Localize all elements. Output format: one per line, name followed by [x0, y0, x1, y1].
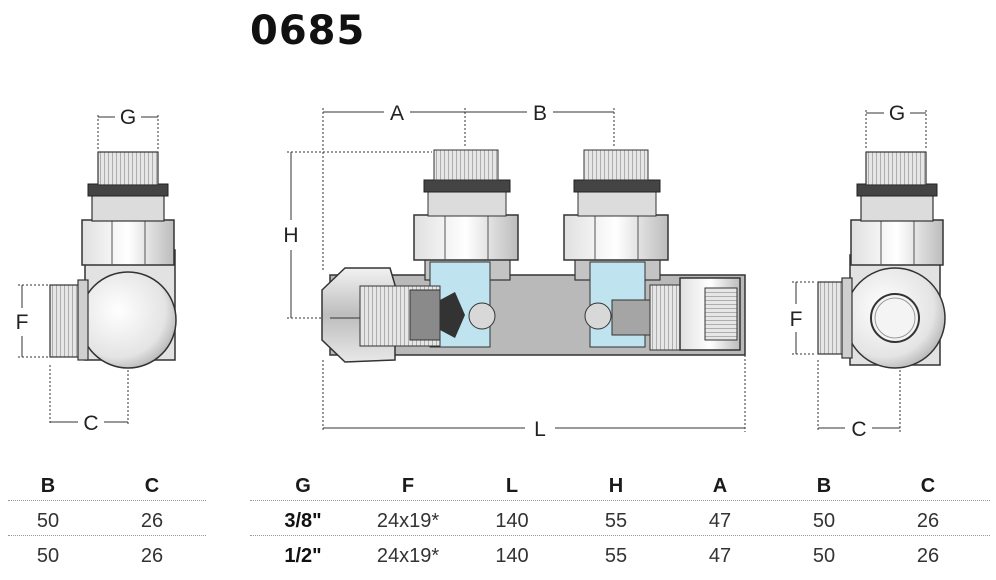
table-header: B [816, 475, 832, 497]
dim-label-f-right: F [790, 308, 803, 331]
technical-drawing: G F C [16, 102, 946, 441]
nut-right [850, 219, 944, 266]
right-side-view: G F C [790, 102, 946, 441]
valve-cap [79, 271, 177, 369]
table-header: L [505, 475, 519, 497]
table-header: C [920, 475, 936, 497]
table-header: C [144, 475, 160, 497]
connector-nut-left [413, 214, 519, 261]
dim-label-a: A [390, 102, 404, 125]
table-cell: 50 [812, 545, 836, 567]
dim-label-b: B [533, 102, 547, 125]
table-cell: 50 [812, 510, 836, 532]
left-side-view: G F C [16, 106, 177, 435]
dim-label-g-right: G [889, 102, 905, 125]
table-cell: 50 [36, 510, 60, 532]
table-cell: 47 [708, 545, 732, 567]
table-cell: 140 [495, 510, 529, 532]
dim-label-g-left: G [120, 106, 136, 129]
left-dimension-table: B C 50 26 50 26 [0, 472, 210, 580]
dim-label-f-left: F [16, 311, 29, 334]
table-header: B [40, 475, 56, 497]
dim-label-l: L [534, 418, 546, 441]
nut [81, 219, 175, 266]
table-cell: 24x19* [376, 510, 440, 532]
connector-nut-right [563, 214, 669, 261]
main-dimension-table: G F L H A B C 3/8" 24x19* 140 55 47 50 2… [250, 472, 992, 580]
table-cell: 47 [708, 510, 732, 532]
product-code: 0685 [250, 8, 366, 54]
front-section-view: A B H L [283, 102, 746, 441]
table-header: G [295, 475, 311, 497]
table-cell: 24x19* [376, 545, 440, 567]
table-cell: 3/8" [284, 510, 322, 532]
table-cell: 140 [495, 545, 529, 567]
table-cell: 26 [140, 510, 164, 532]
dim-label-c-right: C [851, 418, 866, 441]
table-cell: 26 [916, 510, 940, 532]
dim-label-h: H [283, 224, 298, 247]
table-cell: 55 [604, 545, 628, 567]
table-cell: 26 [140, 545, 164, 567]
table-cell: 1/2" [284, 545, 322, 567]
table-cell: 26 [916, 545, 940, 567]
table-cell: 50 [36, 545, 60, 567]
table-cell: 55 [604, 510, 628, 532]
table-header: F [401, 475, 415, 497]
table-header: A [712, 475, 728, 497]
dim-label-c-left: C [83, 412, 98, 435]
table-header: H [608, 475, 624, 497]
